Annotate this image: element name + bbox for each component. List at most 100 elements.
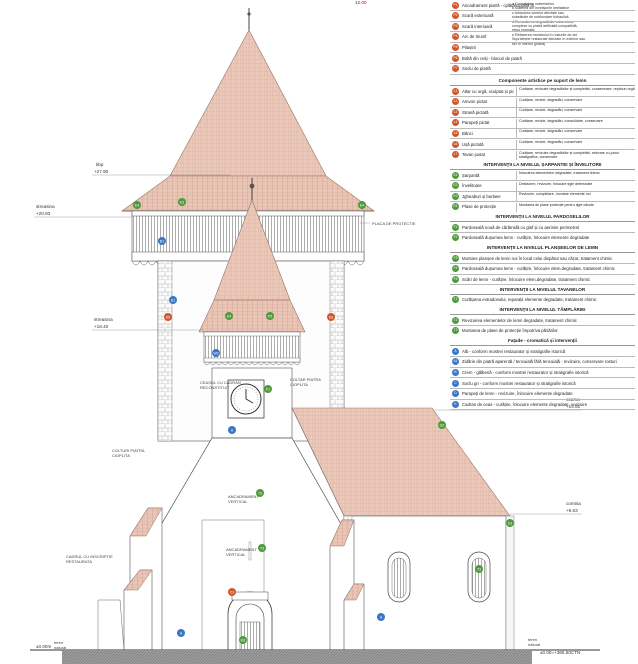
legend-badge: L4 [452, 119, 459, 127]
badge-e4-left: E4 [133, 201, 141, 209]
badge-a-right: A [377, 613, 385, 621]
legend-section-heading: INTERVENȚII LA NIVELUL TAVANELOR [450, 285, 635, 295]
legend-badge: C [452, 379, 459, 387]
legend-badge: L5 [452, 129, 459, 137]
drawing-badges: E4 E3 E4 B1 B1 D5 D3 E4 P5 W3 F1 A G2 T3… [133, 198, 514, 644]
legend-item-name: Învelitoare [462, 183, 482, 189]
legend-item-name: Tavan juxtat [462, 152, 485, 158]
svg-text:E3: E3 [508, 522, 512, 526]
legend-item-name: Jgheaburi și burlane [462, 193, 501, 199]
legend-item-name: Ușă pictată [462, 141, 484, 147]
legend-item-name: Pardoseală nouă de cărămidă cu glaf și c… [462, 224, 579, 230]
kbp-label: kbp [96, 162, 104, 167]
legend-item-desc: Curățare, revizie, degradări, conservare [516, 129, 636, 139]
legend-item-name: Pardoseală duşumea lemn - curățire, înlo… [462, 235, 590, 241]
legend-section-heading: INTERVENȚII LA NIVELUL PARDOSELILOR [450, 212, 635, 223]
svg-text:E4: E4 [135, 204, 139, 208]
legend-item-name: Strană pictată [462, 109, 489, 115]
legend-badge: F2 [452, 234, 459, 242]
legend-section-heading: INTERVENȚII LA NIVELUL TÂMPLĂRIEI [450, 305, 635, 316]
legend-badge: E2 [452, 182, 459, 190]
legend-badge: P3 [452, 22, 459, 30]
badge-tower-blue: A [228, 426, 236, 434]
ancadrament2-label-1: ANCADRAMENT [226, 547, 257, 552]
legend-section-heading: Componente artistice pe suport de lemn [450, 76, 635, 87]
legend-item-desc: Curățare, revizuire degradărilor și comp… [516, 150, 636, 160]
ground-line [30, 649, 600, 664]
badge-p5: P5 [266, 312, 274, 320]
ancadrament-label-1: ANCADRAMENT [228, 494, 259, 499]
ceas-label-2: RECONSTITUIT [200, 385, 230, 390]
legend-item-name: Amvon pictat [462, 99, 487, 105]
legend-badge: P5 [452, 43, 459, 51]
legend-note: b.Slăbirea din învelișurile neelastice [512, 6, 570, 11]
legend-badge: P7 [452, 65, 459, 73]
ceas-label-1: CEASUL CU CADRAN [200, 380, 241, 385]
legend-item-name: Șarpantă [462, 172, 480, 178]
badge-e3-center: E3 [178, 198, 186, 206]
coltar-label-1: COLTAR PIATRA [290, 377, 321, 382]
svg-text:D5: D5 [166, 316, 171, 320]
svg-text:P5: P5 [268, 315, 272, 319]
teren-left-2: natural [54, 645, 66, 650]
legend-badge: A1 [452, 358, 459, 366]
legend-item-name: Scară exterioară [462, 13, 494, 19]
svg-text:B1: B1 [160, 240, 164, 244]
legend-badge: A [452, 347, 459, 355]
legend-note: d.Remedierea degradărilor volumetrice [512, 19, 575, 24]
svg-text:E3: E3 [180, 201, 184, 205]
legend-note: ser în interior (piatra) [512, 41, 546, 46]
svg-text:B1: B1 [171, 299, 175, 303]
legend-badge: L3 [452, 108, 459, 116]
nave-wall [343, 515, 515, 651]
svg-text:T3: T3 [258, 492, 262, 496]
legend-badge: P2 [452, 12, 459, 20]
small-spire [198, 178, 306, 366]
legend-item-desc: Înlocuirea elementelor degradate, tratam… [516, 171, 636, 180]
legend-badge: F3 [452, 254, 459, 262]
legend-badge: E4 [452, 203, 459, 211]
colturi-label-1: COLTURI PIATRA [112, 448, 145, 453]
streasina-value-2: +18.40 [94, 324, 109, 329]
legend-item-name: Plase de protecție [462, 204, 497, 210]
legend-item-name: Curățarea extradosului, reparații elemen… [462, 297, 597, 303]
legend-note: a.Consolidare materialelor [512, 2, 554, 6]
teren-right-1: teren [528, 637, 537, 642]
cornisa-label: cornisa [566, 501, 581, 506]
svg-text:M1: M1 [241, 639, 246, 643]
svg-text:A: A [380, 616, 383, 620]
legend-note: Suprafețele restaurate afectate în exter… [512, 37, 586, 42]
legend-badge: L6 [452, 140, 459, 148]
legend-item-name: Montare planșee de lemn noi în local cel… [462, 255, 613, 261]
badge-m1: M1 [239, 636, 247, 644]
badge-t3-2: T3 [258, 544, 266, 552]
legend-badge: E [452, 400, 459, 408]
legend-item-name: Altar cu orgă, sculptat și pictat [462, 88, 514, 94]
legend-item-name: Scară interioară [462, 23, 493, 29]
legend-note: c.Inlocuirea zonelor afectate sau [512, 10, 564, 15]
large-spire [121, 8, 375, 212]
zero-level: ±0.00m [36, 644, 51, 649]
legend-badge: L2 [452, 98, 459, 106]
legend-item-name: Arc de triumf [462, 34, 487, 40]
badge-e4-right: E4 [358, 201, 366, 209]
teren-right-2: natural [528, 642, 540, 647]
